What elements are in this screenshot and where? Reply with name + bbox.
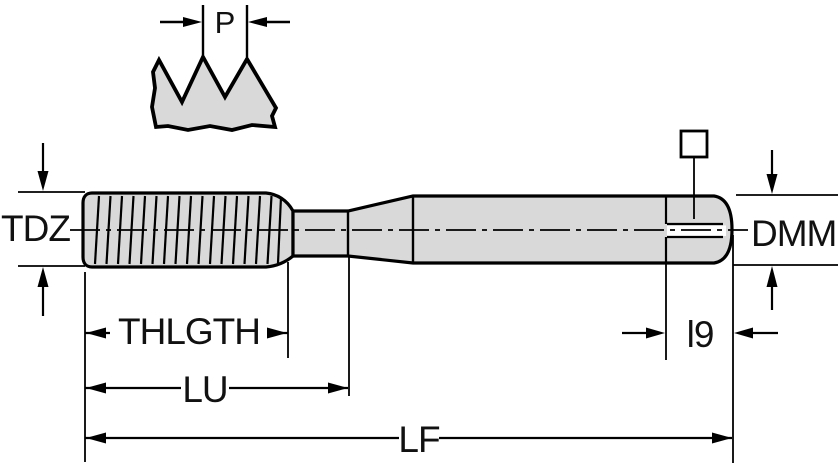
pitch-detail: P — [150, 5, 290, 132]
thlgth-arrow-left-head — [86, 327, 106, 339]
thlgth-label: THLGTH — [118, 311, 260, 352]
lf-arrow-left-head — [86, 432, 106, 444]
dmm-label: DMM — [751, 213, 836, 254]
tdz-arrow-bottom-head — [37, 267, 49, 287]
l9-arrow-left-head — [646, 327, 665, 339]
extension-lines — [84, 235, 734, 463]
lu-arrow-left-head — [86, 382, 106, 394]
square-drive-icon — [679, 129, 709, 159]
l9-arrow-right-head — [734, 327, 753, 339]
lf-arrow-right-head — [712, 432, 732, 444]
dimension-thlgth: THLGTH — [85, 311, 288, 352]
tdz-label: TDZ — [1, 208, 70, 249]
thread-profile-section — [150, 52, 279, 132]
pitch-label: P — [215, 5, 236, 40]
tdz-arrow-top-head — [37, 171, 49, 191]
dimension-dmm: DMM — [733, 150, 838, 310]
lu-label: LU — [182, 369, 227, 410]
dimension-lu: LU — [85, 369, 348, 410]
lu-arrow-right-head — [328, 382, 348, 394]
dmm-arrow-top-head — [766, 174, 778, 194]
dimension-tdz: TDZ — [1, 143, 85, 316]
lf-label: LF — [398, 419, 440, 460]
pitch-arrow-left-head — [183, 17, 202, 27]
l9-label: l9 — [687, 314, 714, 355]
thlgth-arrow-right-head — [267, 327, 287, 339]
tap-body — [70, 129, 748, 269]
dimension-lf: LF — [85, 419, 732, 460]
dmm-arrow-bottom-head — [766, 266, 778, 287]
dimension-l9: l9 — [622, 314, 778, 355]
pitch-arrow-right-head — [248, 17, 267, 27]
